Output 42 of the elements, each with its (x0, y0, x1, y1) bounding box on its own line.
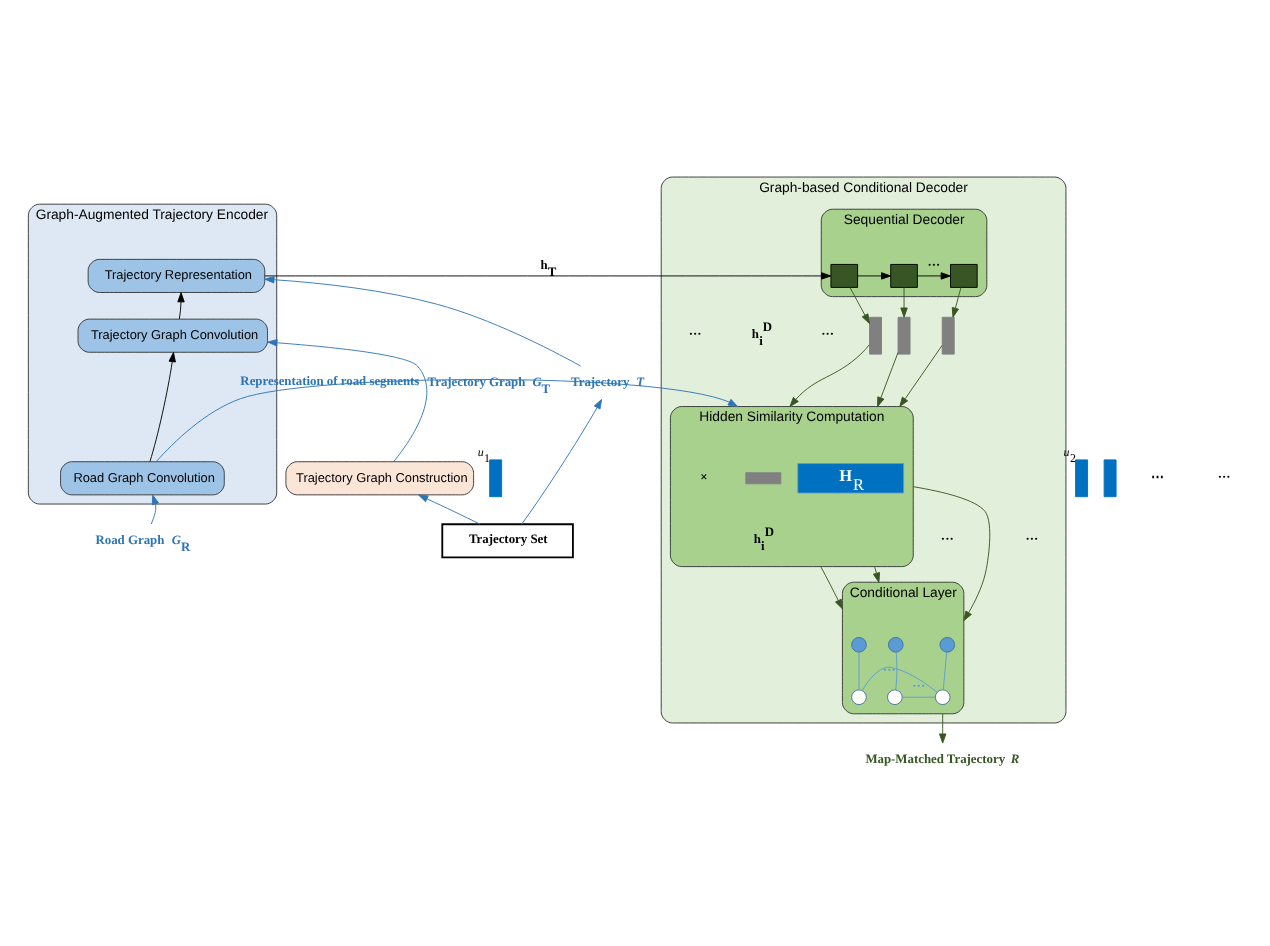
node-box (950, 263, 978, 288)
arrow (789, 344, 870, 407)
node-box (890, 263, 918, 288)
arrow (521, 398, 603, 525)
node-bar (941, 316, 955, 355)
node-bar (897, 316, 911, 355)
node-bar (1075, 459, 1089, 498)
connector (901, 696, 936, 698)
connector (942, 651, 948, 691)
arrow (849, 287, 870, 324)
arrow (917, 272, 951, 280)
node-circle (939, 636, 956, 653)
connector (861, 666, 938, 693)
arrow (820, 566, 843, 610)
connector (895, 651, 898, 691)
node-bar (745, 472, 782, 485)
arrow (155, 379, 738, 463)
node-bar (489, 459, 503, 498)
arrow (264, 272, 832, 280)
arrow (899, 345, 943, 407)
node-circle (934, 689, 951, 706)
arrow (900, 287, 908, 318)
arrow (857, 272, 892, 280)
arrow (939, 713, 947, 744)
arrow (872, 566, 881, 583)
arrow (912, 486, 991, 622)
node-circle (851, 636, 867, 653)
arrow (951, 287, 962, 318)
arrow (149, 352, 176, 462)
node-bar (1103, 459, 1117, 498)
arrow (267, 339, 428, 462)
arrow (418, 494, 481, 525)
node-circle (851, 689, 867, 706)
node-bar (869, 316, 882, 355)
node-circle (887, 689, 903, 706)
arrow (150, 494, 159, 525)
arrow (264, 276, 582, 367)
connector (858, 651, 860, 691)
node-circle (887, 636, 904, 653)
node-box (830, 263, 859, 288)
arrow (877, 352, 899, 407)
arrow (177, 292, 185, 320)
